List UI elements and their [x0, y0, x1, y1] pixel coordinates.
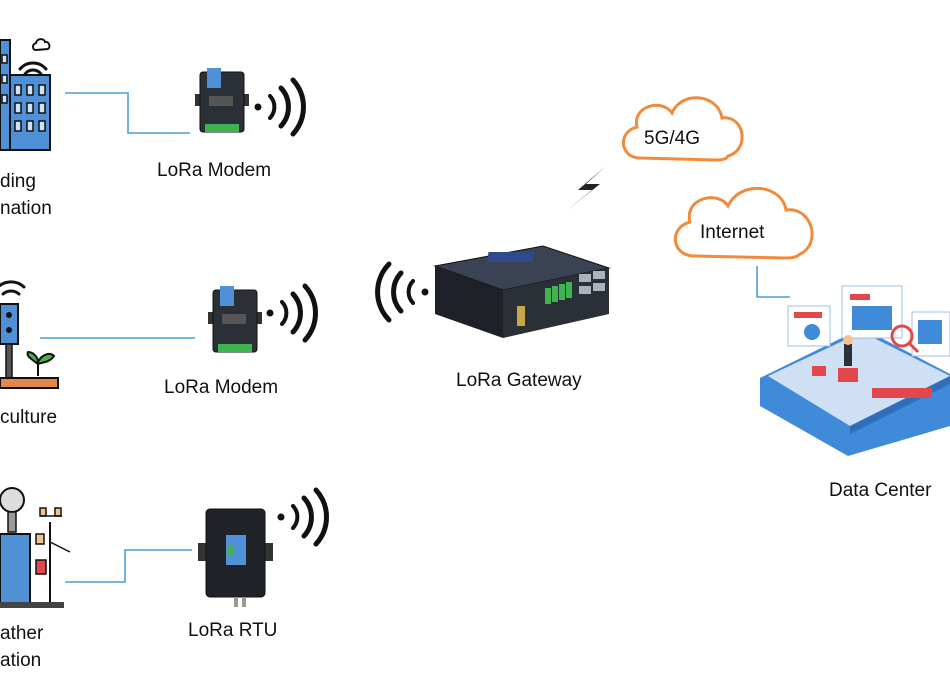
device-label: LoRa Modem	[157, 160, 272, 181]
lora-rtu-device	[198, 505, 273, 610]
weather-station-icon	[0, 482, 80, 612]
lightning-bolt-icon	[565, 166, 606, 212]
agriculture-icon	[0, 300, 60, 395]
wifi-signal-icon	[375, 261, 429, 323]
connector-internet-to-datacenter	[756, 266, 790, 298]
wifi-signal-icon	[266, 283, 318, 343]
gateway-label: LoRa Gateway	[456, 370, 582, 391]
connector-weather-to-rtu	[65, 549, 192, 583]
data-center-illustration	[752, 276, 950, 456]
wifi-signal-icon	[277, 487, 329, 547]
cloud-5g-icon	[621, 96, 744, 162]
cloud-5g-label: 5G/4G	[644, 128, 700, 149]
device-label: LoRa Modem	[164, 377, 279, 398]
wifi-signal-icon	[254, 77, 306, 137]
building-icon	[0, 30, 60, 155]
site-label-building: ding nation	[0, 171, 52, 219]
cloud-internet-label: Internet	[700, 222, 765, 243]
lora-modem-device	[195, 66, 249, 136]
site-label-weather: ather ation	[0, 623, 44, 671]
wifi-signal-icon	[0, 61, 48, 296]
cloud-internet-icon	[673, 187, 814, 260]
datacenter-label: Data Center	[829, 480, 932, 501]
lora-gateway-device	[433, 238, 613, 346]
device-label: LoRa RTU	[188, 620, 278, 641]
connector-building-to-modem	[65, 92, 190, 134]
lora-modem-device	[208, 284, 262, 356]
site-label-agriculture: culture	[0, 407, 58, 428]
